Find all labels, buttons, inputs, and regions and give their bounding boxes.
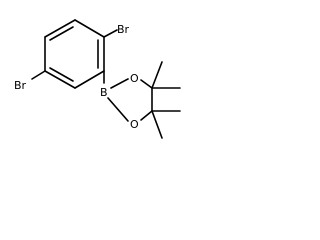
ring-bond-inner [49,26,74,41]
ring-bond [74,70,105,89]
bromine-atom-label: Br [14,79,27,92]
molecule-structure-diagram: Br Br B O O [14,19,181,139]
bond-o-bottom-b [107,97,129,122]
methyl-bond [151,110,163,139]
ring-bond [74,19,105,38]
methyl-bond [151,61,163,89]
bond-o-top-c [140,79,153,89]
boron-atom-label: B [100,86,108,99]
ring-bond [44,70,76,89]
bond-c-o-bottom [140,110,153,121]
bond-b-o-top [110,78,129,89]
ring-bond [44,19,76,38]
bond-to-br-left [31,70,46,80]
ring-bond-inner [49,67,74,82]
bromine-atom-label: Br [117,23,130,36]
oxygen-atom-label: O [130,72,139,85]
bond-to-br-top [103,29,118,38]
oxygen-atom-label: O [130,118,139,131]
